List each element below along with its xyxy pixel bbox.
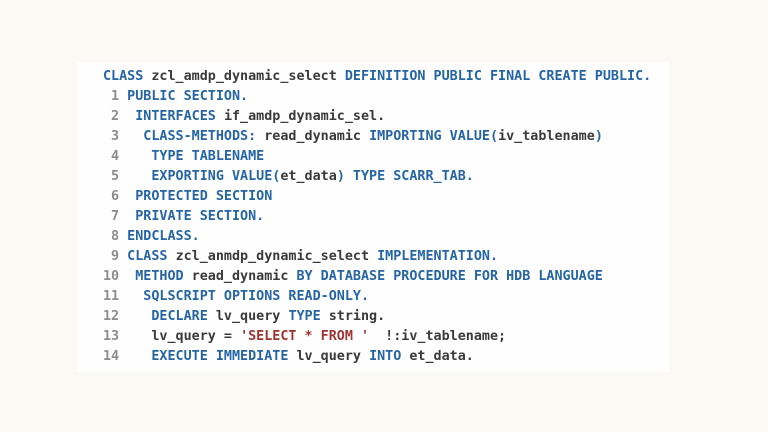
code-line: 14 EXECUTE IMMEDIATE lv_query INTO et_da…	[103, 347, 651, 367]
code-segment-identifier: lv_query	[215, 309, 289, 324]
code-line: 12 DECLARE lv_query TYPE string.	[103, 307, 651, 327]
code-segment-keyword: DECLARE	[119, 309, 216, 324]
code-segment-keyword: )	[594, 129, 603, 144]
line-number: 13	[103, 329, 120, 344]
code-segment-keyword: EXPORTING VALUE(	[119, 169, 281, 184]
code-line: 11 SQLSCRIPT OPTIONS READ-ONLY.	[103, 287, 651, 307]
line-number: 11	[103, 289, 120, 304]
code-segment-keyword: INTO	[369, 349, 410, 364]
code-segment-keyword: IMPLEMENTATION.	[377, 249, 499, 264]
code-segment-identifier: zcl_amdp_dynamic_select	[151, 69, 345, 84]
code-segment-string: 'SELECT * FROM '	[240, 329, 370, 344]
code-line: 5 EXPORTING VALUE(et_data) TYPE SCARR_TA…	[103, 167, 651, 187]
code-segment-identifier: string.	[328, 309, 386, 324]
line-number: 3	[103, 129, 120, 144]
code-segment-keyword: SQLSCRIPT OPTIONS READ-ONLY.	[119, 289, 370, 304]
line-number: 2	[103, 109, 120, 124]
code-line: 6 PROTECTED SECTION	[103, 187, 651, 207]
line-number: 12	[103, 309, 120, 324]
code-segment-identifier: lv_query	[296, 349, 370, 364]
code-line: 13 lv_query = 'SELECT * FROM ' !:iv_tabl…	[103, 327, 651, 347]
line-number: 6	[103, 189, 120, 204]
code-segment-identifier: lv_query =	[119, 329, 241, 344]
code-segment-identifier: read_dynamic	[191, 269, 297, 284]
line-number: 5	[103, 169, 120, 184]
code-segment-keyword: PUBLIC SECTION.	[119, 89, 249, 104]
code-segment-keyword: BY DATABASE PROCEDURE FOR HDB LANGUAGE	[296, 269, 603, 284]
line-number: 1	[103, 89, 120, 104]
code-listing: CLASS zcl_amdp_dynamic_select DEFINITION…	[103, 67, 651, 367]
code-segment-keyword: CLASS-METHODS:	[119, 129, 265, 144]
line-number: 8	[103, 229, 120, 244]
code-segment-keyword: PROTECTED SECTION	[119, 189, 273, 204]
code-segment-identifier: if_amdp_dynamic_sel.	[223, 109, 386, 124]
code-segment-keyword: TYPE TABLENAME	[119, 149, 265, 164]
code-segment-identifier: read_dynamic	[264, 129, 370, 144]
code-segment-identifier: !:iv_tablename;	[369, 329, 507, 344]
code-card: CLASS zcl_amdp_dynamic_select DEFINITION…	[77, 62, 669, 372]
code-segment-keyword: ENDCLASS.	[119, 229, 200, 244]
code-line: 3 CLASS-METHODS: read_dynamic IMPORTING …	[103, 127, 651, 147]
code-segment-keyword: DEFINITION PUBLIC FINAL CREATE PUBLIC.	[344, 69, 652, 84]
code-segment-keyword: IMPORTING VALUE(	[369, 129, 499, 144]
code-line: CLASS zcl_amdp_dynamic_select DEFINITION…	[103, 67, 651, 87]
code-segment-keyword: INTERFACES	[119, 109, 224, 124]
code-segment-identifier: iv_tablename	[498, 129, 595, 144]
line-number: 7	[103, 209, 120, 224]
code-segment-keyword: TYPE	[288, 309, 329, 324]
line-number: 4	[103, 149, 120, 164]
code-line: 7 PRIVATE SECTION.	[103, 207, 651, 227]
code-line: 1 PUBLIC SECTION.	[103, 87, 651, 107]
code-segment-keyword: METHOD	[119, 269, 192, 284]
code-segment-keyword: EXECUTE IMMEDIATE	[119, 349, 297, 364]
code-line: 10 METHOD read_dynamic BY DATABASE PROCE…	[103, 267, 651, 287]
line-number: 10	[103, 269, 120, 284]
code-line: 8 ENDCLASS.	[103, 227, 651, 247]
code-segment-identifier: et_data	[280, 169, 337, 184]
line-number: 9	[103, 249, 120, 264]
code-segment-keyword: CLASS	[119, 249, 176, 264]
code-segment-keyword: ) TYPE SCARR_TAB.	[336, 169, 474, 184]
code-segment-keyword: PRIVATE SECTION.	[119, 209, 265, 224]
code-segment-identifier: et_data.	[409, 349, 474, 364]
code-line: 9 CLASS zcl_anmdp_dynamic_select IMPLEME…	[103, 247, 651, 267]
code-line: 2 INTERFACES if_amdp_dynamic_sel.	[103, 107, 651, 127]
code-line: 4 TYPE TABLENAME	[103, 147, 651, 167]
code-segment-keyword: CLASS	[103, 69, 152, 84]
line-number: 14	[103, 349, 120, 364]
code-segment-identifier: zcl_anmdp_dynamic_select	[175, 249, 378, 264]
